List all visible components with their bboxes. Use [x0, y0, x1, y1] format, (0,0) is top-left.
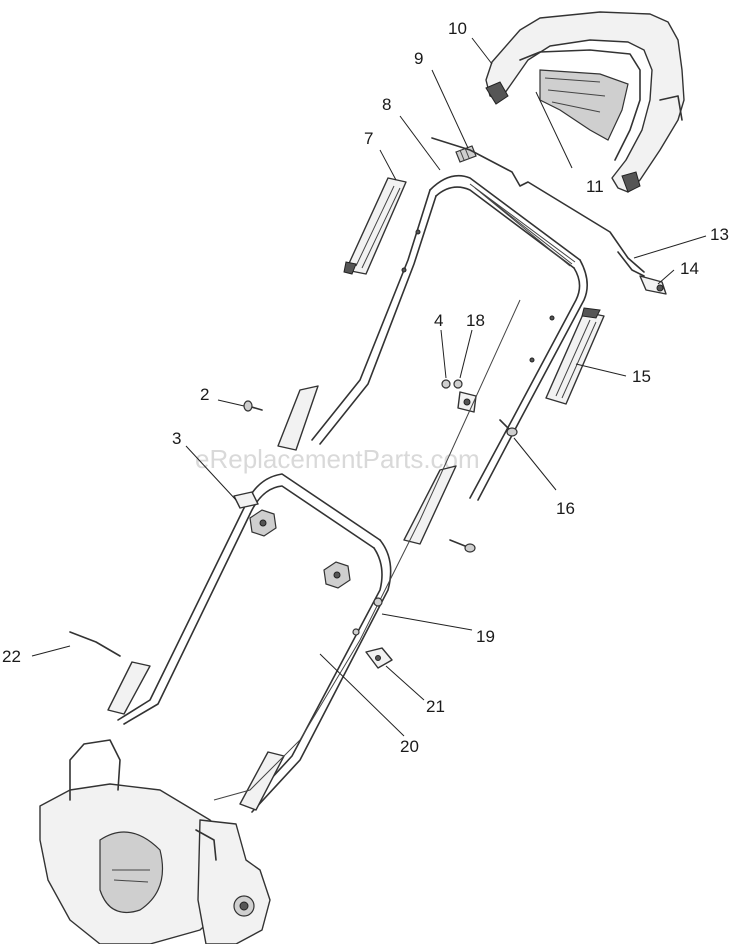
part-19-fitting: [352, 597, 383, 636]
callout-7: 7: [364, 129, 373, 148]
watermark-text: eReplacementParts.com: [195, 444, 480, 474]
callout-8: 8: [382, 95, 391, 114]
part-14-clip: [639, 275, 667, 295]
knob-right: [323, 561, 351, 589]
leader-lines: [31, 37, 707, 737]
part-8-upper-handle: [277, 174, 588, 545]
callout-19: 19: [476, 627, 495, 646]
part-4-bolt: [441, 379, 451, 389]
callout-14: 14: [680, 259, 699, 278]
callout-13: 13: [710, 225, 729, 244]
part-18-nut: [453, 379, 477, 413]
lower-handle: [107, 473, 392, 813]
callout-3: 3: [172, 429, 181, 448]
part-22-tie: [69, 631, 121, 657]
callouts: 10 9 8 7 11 13 14 4 18 15 2 3 16 19 22 2…: [2, 19, 729, 756]
part-15-right-cover: [545, 307, 605, 405]
callout-20: 20: [400, 737, 419, 756]
callout-15: 15: [632, 367, 651, 386]
part-16-bolt: [449, 419, 518, 553]
callout-16: 16: [556, 499, 575, 518]
callout-4: 4: [434, 311, 443, 330]
part-20-cable: [213, 299, 521, 801]
callout-9: 9: [414, 49, 423, 68]
callout-2: 2: [200, 385, 209, 404]
part-7-left-cover: [343, 177, 407, 275]
part-21-clamp: [365, 647, 393, 669]
callout-22: 22: [2, 647, 21, 666]
part-3-knob: [249, 509, 277, 537]
part-10-handle-grip: [485, 11, 685, 193]
callout-18: 18: [466, 311, 485, 330]
callout-10: 10: [448, 19, 467, 38]
part-13-cable-end: [617, 251, 645, 277]
mower-deck: [39, 739, 271, 944]
control-rod: [431, 137, 645, 273]
callout-11: 11: [586, 177, 604, 196]
callout-21: 21: [426, 697, 445, 716]
part-2-bolt: [243, 400, 263, 412]
